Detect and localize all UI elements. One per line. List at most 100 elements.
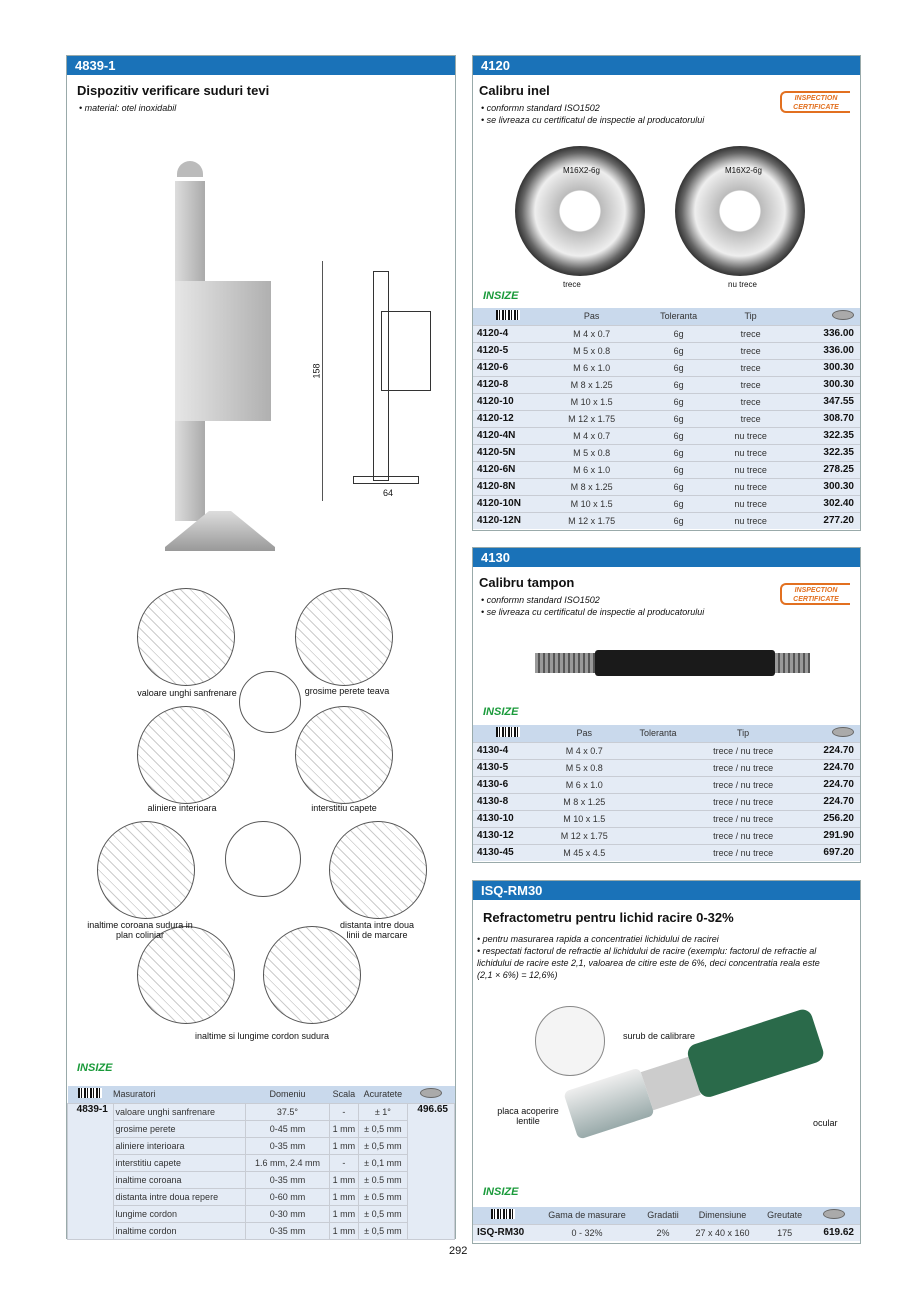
cell bbox=[625, 741, 691, 759]
panel-4130: 4130 Calibru tampon • conformn standard … bbox=[472, 547, 861, 863]
cell bbox=[625, 843, 691, 861]
cell: M 5 x 0.8 bbox=[543, 758, 626, 776]
panel-4120: 4120 Calibru inel • conformn standard IS… bbox=[472, 55, 861, 531]
cell: ± 0,1 mm bbox=[358, 1153, 408, 1172]
cell-price: 322.35 bbox=[784, 443, 860, 461]
col-header: Tip bbox=[716, 308, 785, 325]
cell: 0-30 mm bbox=[245, 1204, 330, 1223]
cell-price: 496.65 bbox=[406, 1102, 456, 1240]
callout-label: ocular bbox=[813, 1118, 838, 1128]
cell-price: 308.70 bbox=[784, 409, 860, 427]
diagram-center-circle bbox=[239, 671, 301, 733]
diagram-label: inaltime si lungime cordon sudura bbox=[194, 1031, 330, 1041]
cell bbox=[625, 775, 691, 793]
barcode-icon bbox=[496, 727, 520, 738]
cell: 6g bbox=[640, 392, 717, 410]
barcode-icon bbox=[496, 310, 520, 321]
cell: M 4 x 0.7 bbox=[543, 324, 641, 342]
cell: M 8 x 1.25 bbox=[543, 477, 641, 495]
col-header: Gradatii bbox=[641, 1207, 685, 1224]
cell: - bbox=[328, 1102, 360, 1121]
diagram-label: interstitiu capete bbox=[311, 803, 377, 813]
col-header: Toleranta bbox=[640, 308, 717, 325]
cell-price: 322.35 bbox=[784, 426, 860, 444]
bullet: • respectati factorul de refractie al li… bbox=[477, 946, 820, 980]
cell: 175 bbox=[760, 1223, 809, 1241]
col-header: Greutate bbox=[760, 1207, 809, 1224]
cell: M 4 x 0.7 bbox=[543, 426, 641, 444]
diagram-circle bbox=[263, 926, 361, 1024]
product-title: Refractometru pentru lichid racire 0-32% bbox=[483, 910, 734, 925]
cell: ± 0,5 mm bbox=[358, 1119, 408, 1138]
cell: ± 0,5 mm bbox=[358, 1204, 408, 1223]
cell: trece bbox=[716, 392, 785, 410]
cell: M 12 x 1.75 bbox=[543, 826, 626, 844]
cell: ± 0,5 mm bbox=[358, 1221, 408, 1240]
cell: M 10 x 1.5 bbox=[543, 809, 626, 827]
cell-code: 4120-6 bbox=[473, 358, 543, 376]
cell-price: 224.70 bbox=[795, 792, 860, 810]
cell: nu trece bbox=[716, 494, 785, 512]
dimension-drawing: 158 64 bbox=[312, 261, 442, 501]
product-code: 4839-1 bbox=[67, 56, 455, 75]
cell: 6g bbox=[640, 443, 717, 461]
bullet: • se livreaza cu certificatul de inspect… bbox=[481, 115, 705, 125]
cell-code: 4130-8 bbox=[473, 792, 543, 810]
col-header: Pas bbox=[543, 725, 626, 742]
cell bbox=[625, 792, 691, 810]
product-code: 4130 bbox=[473, 548, 860, 567]
cell: trece bbox=[716, 409, 785, 427]
product-code: 4120 bbox=[473, 56, 860, 75]
cell: M 5 x 0.8 bbox=[543, 341, 641, 359]
product-image-weld-gauge bbox=[165, 161, 275, 551]
cell: M 6 x 1.0 bbox=[543, 358, 641, 376]
cell-price: 300.30 bbox=[784, 375, 860, 393]
cell-price: 300.30 bbox=[784, 358, 860, 376]
cell: nu trece bbox=[716, 511, 785, 529]
cell bbox=[625, 826, 691, 844]
cell-price: 619.62 bbox=[808, 1223, 860, 1241]
cell: interstitiu capete bbox=[112, 1153, 247, 1172]
cell: trece / nu trece bbox=[690, 758, 796, 776]
cell-code: 4120-10 bbox=[473, 392, 543, 410]
diagram-circle bbox=[295, 588, 393, 686]
cell: M 10 x 1.5 bbox=[543, 392, 641, 410]
cell-price: 347.55 bbox=[784, 392, 860, 410]
col-header: Domeniu bbox=[245, 1086, 330, 1103]
cell: 6g bbox=[640, 460, 717, 478]
cell-code: 4130-5 bbox=[473, 758, 543, 776]
cell: trece / nu trece bbox=[690, 741, 796, 759]
product-code: ISQ-RM30 bbox=[473, 881, 860, 900]
cell: 0-45 mm bbox=[245, 1119, 330, 1138]
bullet: • conformn standard ISO1502 bbox=[481, 595, 600, 605]
cell: trece bbox=[716, 375, 785, 393]
ring-gauge-go bbox=[515, 146, 645, 276]
cell-code: 4120-8 bbox=[473, 375, 543, 393]
cell-price: 697.20 bbox=[795, 843, 860, 861]
ring-label: trece bbox=[563, 280, 581, 289]
cell-code: 4130-10 bbox=[473, 809, 543, 827]
inspection-certificate-badge: INSPECTION CERTIFICATE bbox=[780, 91, 850, 113]
panel-isq-rm30: ISQ-RM30 Refractometru pentru lichid rac… bbox=[472, 880, 861, 1244]
cell: 37.5° bbox=[245, 1102, 330, 1121]
cell-code: 4130-12 bbox=[473, 826, 543, 844]
cell-price: 302.40 bbox=[784, 494, 860, 512]
product-title: Dispozitiv verificare suduri tevi bbox=[77, 83, 270, 98]
diagram-circle bbox=[137, 706, 235, 804]
panel-4839-1: 4839-1 Dispozitiv verificare suduri tevi… bbox=[66, 55, 456, 1240]
scale-view-circle bbox=[535, 1006, 605, 1076]
product-title: Calibru inel bbox=[479, 83, 550, 98]
diagram-label: aliniere interioara bbox=[147, 803, 217, 813]
cell: M 12 x 1.75 bbox=[543, 409, 641, 427]
insize-logo: INSIZE bbox=[77, 1062, 113, 1074]
cell-price: 224.70 bbox=[795, 758, 860, 776]
cell: 6g bbox=[640, 511, 717, 529]
